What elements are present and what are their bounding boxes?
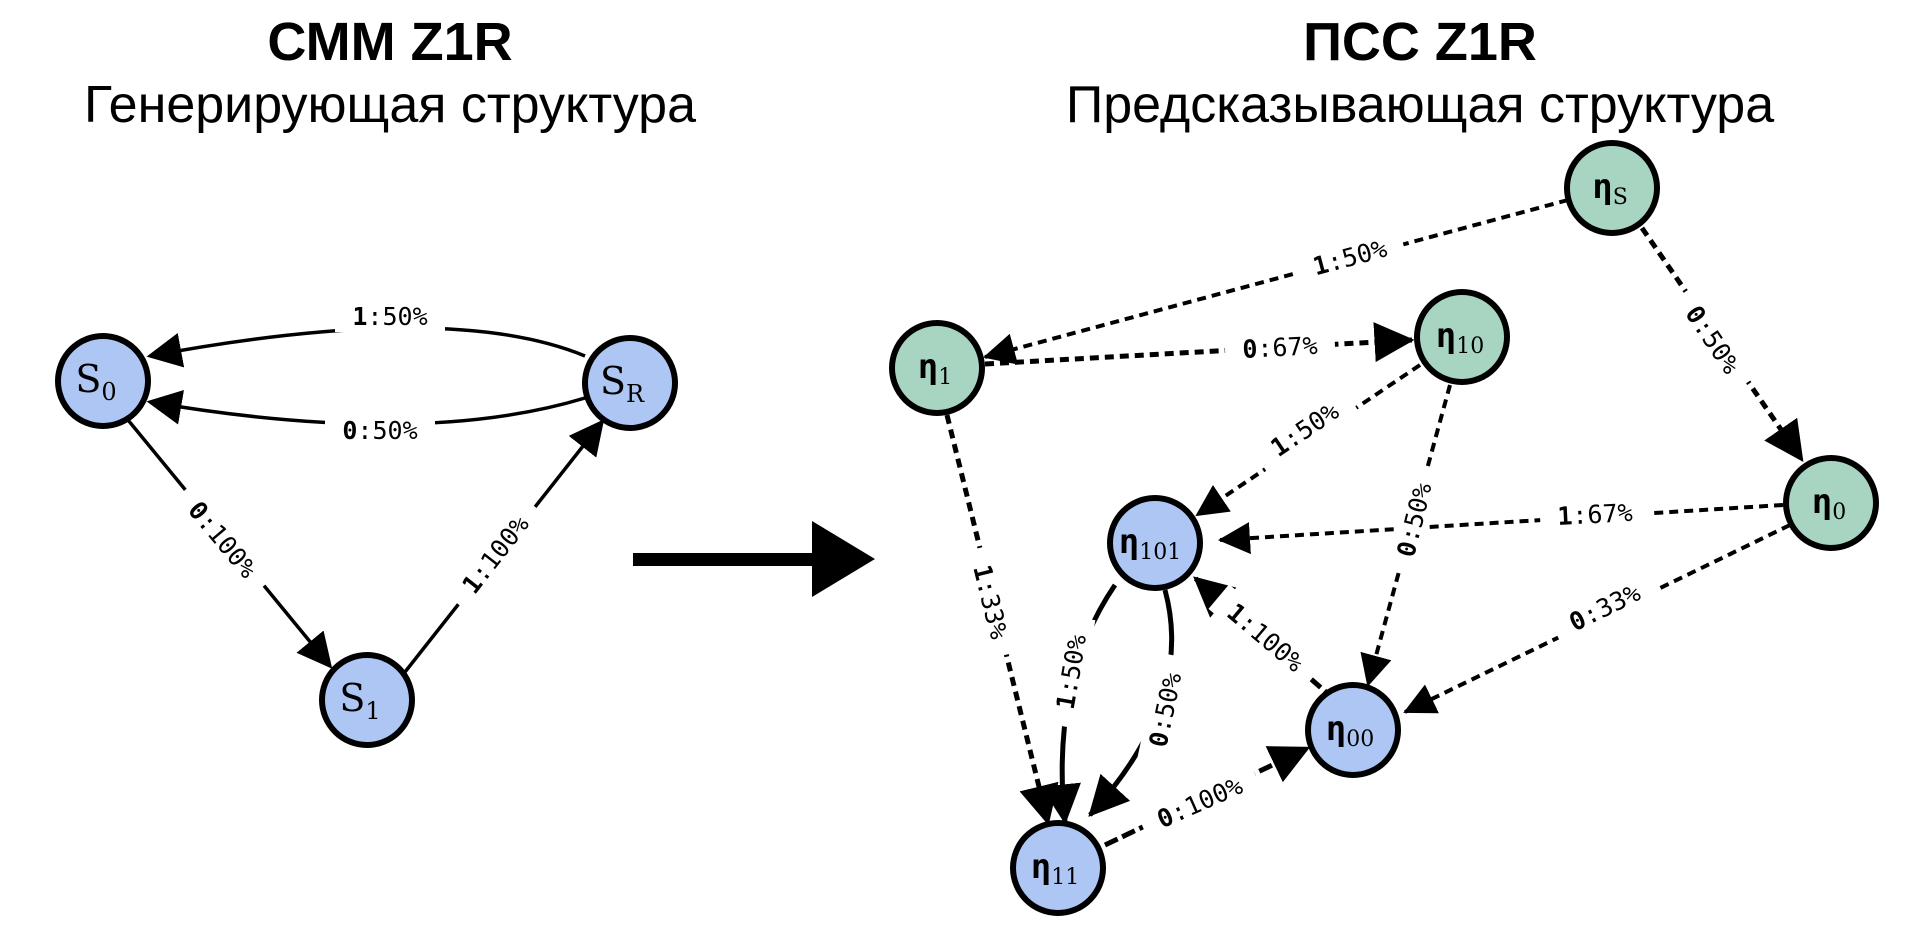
node-base: S [339, 676, 365, 720]
right-diagram: 1:50% 0:50% 0:67% 1:33% 1:50% 0:50% 1:67… [889, 140, 1879, 916]
svg-text:S1: S1 [339, 676, 380, 725]
label-symbol: 0 [1242, 334, 1259, 364]
label-eta10-eta00: 0:50% [1384, 462, 1442, 577]
node-sr: SR [582, 335, 678, 431]
svg-text:0:50%: 0:50% [1679, 300, 1745, 379]
svg-text:0:50%: 0:50% [342, 416, 417, 445]
svg-text:1:67%: 1:67% [1557, 498, 1634, 531]
svg-text:SR: SR [600, 359, 645, 408]
node-s0: S0 [55, 333, 151, 429]
label-symbol: 1 [1557, 501, 1574, 531]
label-s1-sr: 1:100% [443, 495, 546, 613]
label-etas-eta1: 1:50% [1292, 226, 1407, 286]
svg-text:η11: η11 [1031, 847, 1079, 890]
label-prob: 50% [1399, 480, 1438, 531]
label-symbol: 0 [342, 416, 357, 445]
right-title: ПСС Z1R [1303, 12, 1537, 72]
svg-text:0:100%: 0:100% [182, 496, 262, 584]
svg-text:0:100%: 0:100% [1153, 771, 1247, 834]
svg-text:1:50%: 1:50% [352, 302, 427, 331]
node-base: η [1326, 709, 1346, 749]
node-sub: 00 [1346, 727, 1374, 752]
node-eta-11: η11 [1010, 820, 1106, 916]
node-base: η [1119, 522, 1139, 562]
node-sub: 101 [1139, 540, 1181, 565]
left-diagram: 1:50% 0:50% 0:100% 1:100% S0 SR S1 [55, 300, 678, 748]
label-eta1-eta10: 0:67% [1224, 327, 1336, 365]
svg-text:0:33%: 0:33% [1565, 578, 1645, 637]
svg-text:ηS: ηS [1592, 167, 1628, 210]
node-eta-0: η0 [1783, 455, 1879, 551]
left-subtitle: Генерирующая структура [84, 76, 696, 134]
svg-text:η00: η00 [1326, 709, 1374, 752]
node-sub: 10 [1456, 334, 1484, 359]
svg-text:0:67%: 0:67% [1242, 331, 1319, 364]
label-symbol: 1 [352, 302, 367, 331]
node-sub: R [626, 380, 645, 408]
svg-text:η10: η10 [1436, 316, 1484, 359]
edge-etas-eta1 [983, 198, 1569, 365]
node-base: η [1436, 316, 1456, 356]
node-sub: 1 [938, 365, 952, 390]
node-eta-00: η00 [1305, 682, 1401, 778]
svg-text:η0: η0 [1812, 482, 1846, 525]
node-sub: 0 [101, 378, 116, 406]
svg-text:0:50%: 0:50% [1144, 670, 1188, 750]
node-base: η [1592, 167, 1612, 207]
label-sr-s0-0: 0:50% [325, 414, 435, 446]
node-base: S [75, 357, 101, 401]
label-eta11-eta00: 0:100% [1136, 761, 1263, 842]
right-subtitle: Предсказывающая структура [1065, 76, 1775, 134]
svg-text:1:100%: 1:100% [456, 510, 534, 599]
label-prob: 50% [372, 416, 417, 445]
node-eta-1: η1 [889, 320, 985, 416]
label-eta1-eta11: 1:33% [963, 544, 1021, 659]
label-etas-eta0: 0:50% [1669, 284, 1758, 394]
label-prob: 50% [382, 302, 427, 331]
label-eta00-eta101: 1:100% [1208, 584, 1325, 689]
label-eta101-eta11-1: 1:50% [1044, 614, 1096, 729]
node-base: S [600, 359, 626, 403]
svg-text:1:50%: 1:50% [1265, 397, 1344, 463]
edge-eta0-eta101 [1218, 503, 1784, 555]
label-eta10-eta101: 1:50% [1249, 384, 1359, 473]
svg-text:S0: S0 [75, 357, 116, 406]
label-s0-s1: 0:100% [171, 480, 276, 597]
node-sub: S [1613, 185, 1628, 210]
edge-sr-s0-1 [146, 326, 586, 368]
label-prob: 33% [975, 591, 1014, 642]
svg-text:η101: η101 [1119, 522, 1181, 565]
label-prob: 67% [1272, 331, 1319, 362]
svg-text:1:50%: 1:50% [1051, 632, 1093, 711]
label-eta101-eta11-0: 0:50% [1136, 652, 1192, 767]
label-prob: 67% [1587, 498, 1634, 529]
label-eta0-eta00: 0:33% [1547, 567, 1661, 645]
transform-arrow [633, 521, 875, 597]
node-sub: 0 [1832, 500, 1846, 525]
svg-text:η1: η1 [918, 347, 952, 390]
label-symbol: 1 [1051, 692, 1082, 712]
node-base: η [1812, 482, 1832, 522]
node-base: η [918, 347, 938, 387]
node-eta-101: η101 [1107, 495, 1203, 591]
node-base: η [1031, 847, 1051, 887]
label-eta0-eta101: 1:67% [1539, 494, 1651, 532]
node-s1: S1 [319, 652, 415, 748]
label-sr-s0-1: 1:50% [335, 300, 445, 332]
node-eta-s: ηS [1564, 140, 1660, 236]
node-sub: 1 [365, 697, 380, 725]
node-sub: 11 [1051, 865, 1079, 890]
left-title: СММ Z1R [267, 12, 513, 72]
edge-eta1-eta10 [984, 322, 1415, 367]
node-eta-10: η10 [1414, 289, 1510, 385]
label-prob: 50% [1339, 234, 1390, 274]
svg-text:1:100%: 1:100% [1221, 597, 1309, 677]
